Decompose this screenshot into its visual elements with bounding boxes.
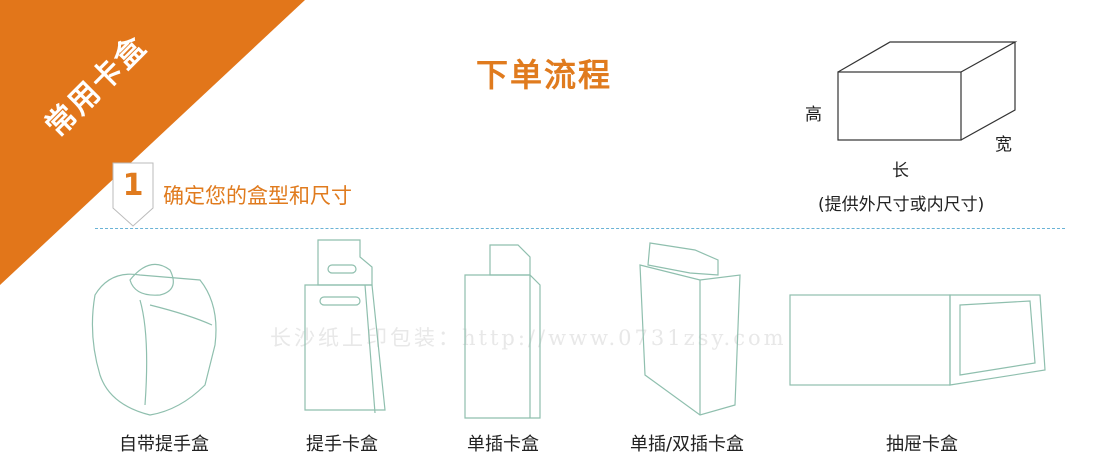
page-title: 下单流程 [476, 56, 613, 94]
box-dimension-diagram [837, 41, 1018, 141]
box-label-drawer-box: 抽屉卡盒 [886, 434, 958, 455]
handle-box-drawing [91, 263, 217, 416]
box-illustrations [91, 239, 1046, 419]
height-label: 高 [805, 105, 822, 125]
drawer-box-drawing [789, 294, 1046, 386]
watermark: 长沙纸上印包装：http://www.0731zsy.com [270, 326, 787, 350]
corner-banner [0, 0, 305, 285]
divider [95, 228, 1065, 229]
step-number: 1 [122, 168, 144, 203]
tuck-card-box-drawing [464, 244, 541, 419]
box-label-double-tuck-box: 单插/双插卡盒 [629, 434, 745, 455]
width-label: 宽 [995, 135, 1012, 155]
box-label-tuck-box: 单插卡盒 [467, 434, 539, 455]
handle-card-box-drawing [304, 239, 386, 414]
box-label-handle-box: 自带提手盒 [119, 434, 209, 455]
length-label: 长 [892, 161, 909, 181]
step-label: 确定您的盒型和尺寸 [163, 184, 352, 208]
double-tuck-box-drawing [639, 242, 741, 416]
dimension-note: (提供外尺寸或内尺寸) [818, 195, 985, 215]
step-badge: 1 [112, 162, 154, 227]
box-label-handle-card-box: 提手卡盒 [306, 434, 378, 455]
